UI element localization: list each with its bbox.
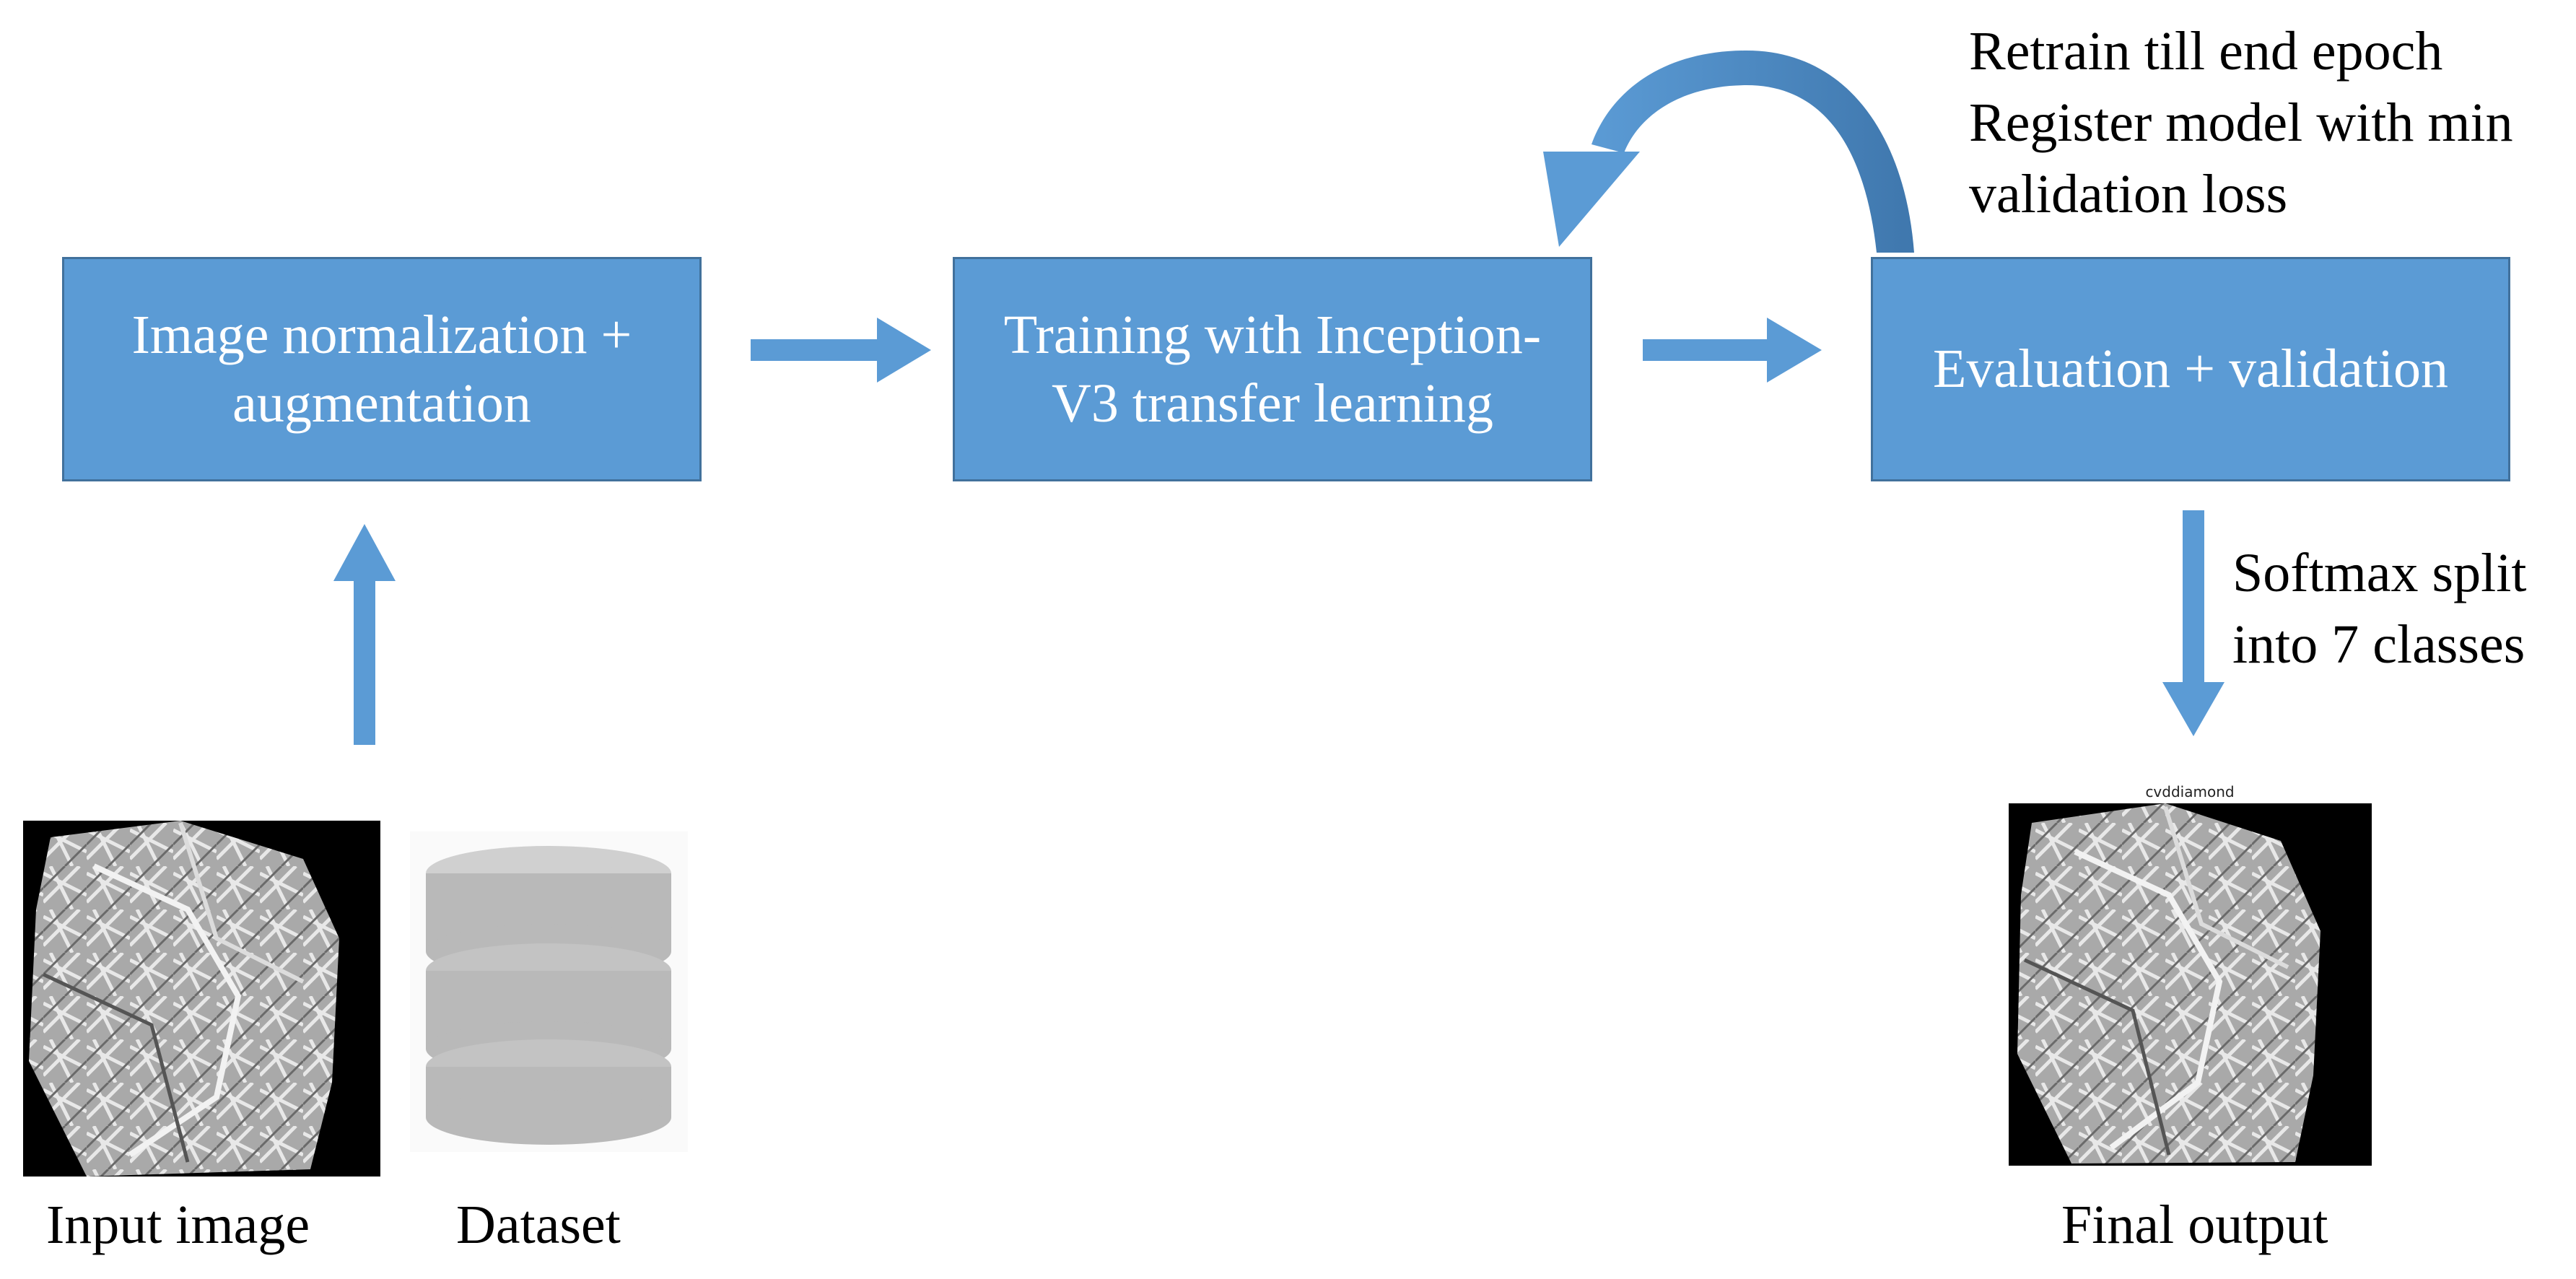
input-image [23,821,380,1177]
training-label-line1: Training with Inception- [1003,304,1542,365]
arrow-train-to-eval [1643,318,1822,383]
normalization-label-line1: Image normalization + [131,304,632,365]
retrain-note-line2: Register model with min [1969,92,2513,153]
retrain-note-line1: Retrain till end epoch [1969,21,2443,82]
arrow-eval-to-output [2162,510,2224,736]
evaluation-label: Evaluation + validation [1932,339,2449,399]
softmax-note-line2: into 7 classes [2232,614,2525,675]
training-label-line2: V3 transfer learning [1052,372,1493,434]
input-image-label: Input image [46,1195,310,1255]
final-output-image: cvddiamond [2009,783,2372,1166]
dataset-label: Dataset [456,1195,621,1255]
softmax-note: Softmax split into 7 classes [2232,538,2526,681]
database-cylinder-icon [410,831,688,1152]
curved-retrain-arrow [1543,51,1914,253]
evaluation-box: Evaluation + validation [1871,257,2510,481]
output-image-title: cvddiamond [2145,783,2234,800]
softmax-note-line1: Softmax split [2232,543,2527,603]
normalization-label-line2: augmentation [232,372,531,434]
arrow-norm-to-train [751,318,931,383]
normalization-box: Image normalization + augmentation [62,257,702,481]
retrain-note-line3: validation loss [1969,163,2288,224]
retrain-note: Retrain till end epoch Register model wi… [1969,16,2513,230]
training-box: Training with Inception- V3 transfer lea… [953,257,1592,481]
final-output-label: Final output [2061,1195,2328,1255]
arrow-input-to-norm [333,524,396,745]
